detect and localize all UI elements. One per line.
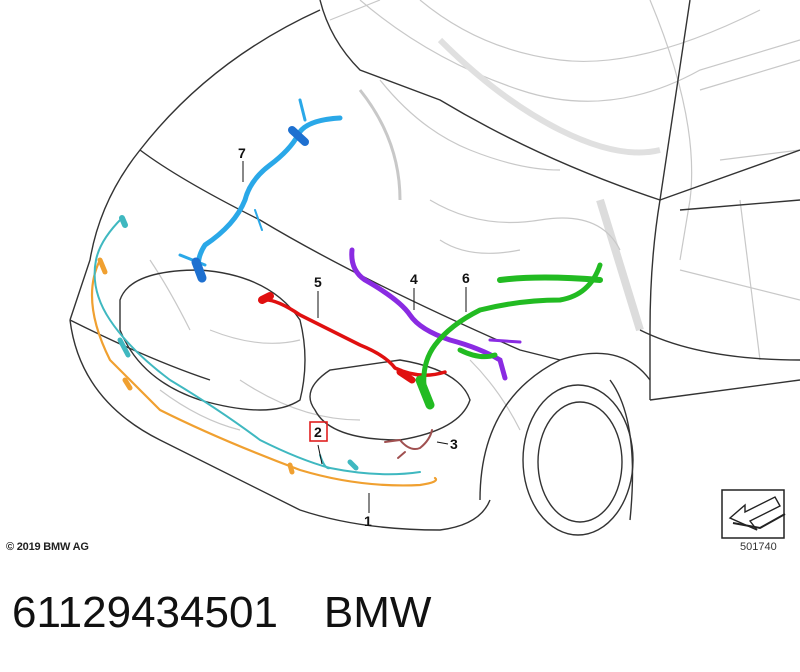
callout-label-2: 2 [314, 424, 322, 440]
harness-1-orange [90, 257, 438, 487]
orientation-arrow-icon [721, 489, 786, 539]
harness-7-blue [178, 98, 343, 283]
diagram-number: 501740 [740, 541, 777, 553]
callout-label-6: 6 [462, 270, 470, 286]
harness-2-teal [93, 215, 421, 476]
part-caption: 61129434501 BMW [12, 588, 477, 638]
callout-leader-lines [242, 161, 467, 513]
copyright-notice: © 2019 BMW AG [6, 541, 89, 553]
part-number: 61129434501 [12, 588, 278, 637]
callout-label-1: 1 [364, 513, 372, 529]
callout-label-4: 4 [410, 271, 418, 287]
brand-name: BMW [323, 588, 432, 637]
callout-label-3: 3 [450, 436, 458, 452]
harness-6-green [415, 262, 603, 410]
callout-label-5: 5 [314, 274, 322, 290]
harness-3-brown [384, 429, 433, 459]
harness-4-purple [349, 247, 522, 381]
harness-5-red [258, 292, 447, 384]
callout-label-7: 7 [238, 145, 246, 161]
callout-2-highlight-box [309, 421, 328, 442]
car-body-outline [69, 0, 800, 536]
background-body-structure [149, 0, 800, 431]
wiring-harness-diagram: 1 2 3 4 5 6 7 [69, 0, 800, 539]
